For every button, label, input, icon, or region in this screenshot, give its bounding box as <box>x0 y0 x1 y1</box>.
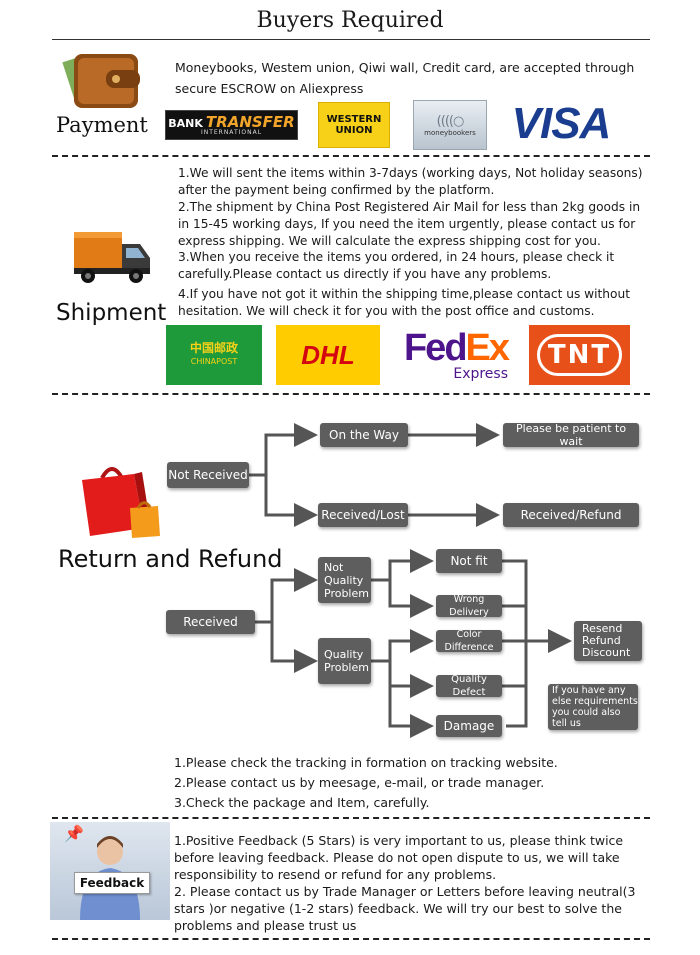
refund-note-2: 2.Please contact us by meesage, e-mail, … <box>174 775 545 790</box>
divider-1 <box>52 155 650 157</box>
chinapost-logo: 中国邮政 CHINAPOST <box>166 325 262 385</box>
divider-4 <box>52 938 650 940</box>
union-text: UNION <box>335 125 373 136</box>
visa-text: VISA <box>511 100 612 148</box>
fedex-logo: FedEx Express <box>395 324 517 386</box>
feedback-item-1: 1.Positive Feedback (5 Stars) is very im… <box>174 833 624 882</box>
payment-text: Moneybooks, Westem union, Qiwi wall, Cre… <box>175 60 635 96</box>
shipment-label: Shipment <box>56 300 167 326</box>
tnt-logo: TNT <box>529 325 630 385</box>
feedback-badge: Feedback <box>74 872 150 894</box>
refund-note-1: 1.Please check the tracking in formation… <box>174 755 558 770</box>
fedex-express: Express <box>453 366 509 382</box>
bank-text: BANK <box>168 116 203 130</box>
flow-received-lost: Received/Lost <box>318 503 408 527</box>
moneybookers-text: moneybookers <box>424 128 476 137</box>
flow-any-else-note: If you have any else requirements you co… <box>548 684 638 730</box>
tnt-text: TNT <box>536 334 623 376</box>
western-union-logo: WESTERN UNION <box>318 102 390 148</box>
flow-resend-refund-discount: Resend Refund Discount <box>574 621 642 661</box>
fedex-ex: Ex <box>465 327 511 369</box>
title-underline <box>52 39 650 40</box>
feedback-badge-text: Feedback <box>79 876 145 890</box>
shipment-item-4: 4.If you have not got it within the ship… <box>178 287 630 318</box>
truck-icon <box>70 224 154 288</box>
flow-not-received: Not Received <box>167 462 249 488</box>
flow-wrong-delivery: Wrong Delivery <box>436 594 502 618</box>
fedex-fed: Fed <box>403 327 468 369</box>
payment-label: Payment <box>56 113 148 137</box>
feedback-item-2: 2. Please contact us by Trade Manager or… <box>174 884 636 933</box>
chinapost-en: CHINAPOST <box>190 357 238 366</box>
western-text: WESTERN <box>326 114 382 125</box>
dhl-text: DHL <box>301 339 355 370</box>
refund-note-3: 3.Check the package and Item, carefully. <box>174 795 430 810</box>
pushpin-icon: 📌 <box>64 824 84 843</box>
flow-not-fit: Not fit <box>436 549 502 573</box>
flow-on-the-way: On the Way <box>320 423 408 447</box>
visa-logo: VISA <box>502 100 620 148</box>
moneybookers-glyph: ((((○ <box>436 113 465 129</box>
flow-damage: Damage <box>436 715 502 737</box>
flow-be-patient: Please be patient to wait <box>503 422 639 448</box>
divider-3 <box>52 817 650 819</box>
flow-color-difference: Color Difference <box>436 629 502 653</box>
transfer-text: TRANSFER <box>205 112 295 131</box>
divider-2 <box>52 393 650 395</box>
international-text: INTERNATIONAL <box>200 128 263 136</box>
shipment-item-1: 1.We will sent the items within 3-7days … <box>178 166 643 197</box>
flow-received: Received <box>166 610 255 634</box>
refund-label: Return and Refund <box>58 545 283 573</box>
moneybookers-logo: ((((○ moneybookers <box>413 100 487 150</box>
chinapost-cn: 中国邮政 <box>189 341 238 355</box>
bank-transfer-logo: BANK TRANSFER INTERNATIONAL <box>165 110 298 140</box>
page-title: Buyers Required <box>256 8 444 33</box>
feedback-photo: 📌 Feedback <box>50 822 170 920</box>
wallet-icon <box>62 44 146 116</box>
shipment-item-2: 2.The shipment by China Post Registered … <box>178 200 641 248</box>
dhl-logo: DHL <box>276 325 380 385</box>
flow-quality-problem: Quality Problem <box>318 638 371 684</box>
flow-quality-defect: Quality Defect <box>436 674 502 698</box>
flow-not-quality-problem: Not Quality Problem <box>318 557 371 603</box>
shipment-item-3: 3.When you receive the items you ordered… <box>178 250 615 281</box>
shopping-bag-icon <box>72 460 164 542</box>
flow-received-refund: Received/Refund <box>503 503 639 527</box>
